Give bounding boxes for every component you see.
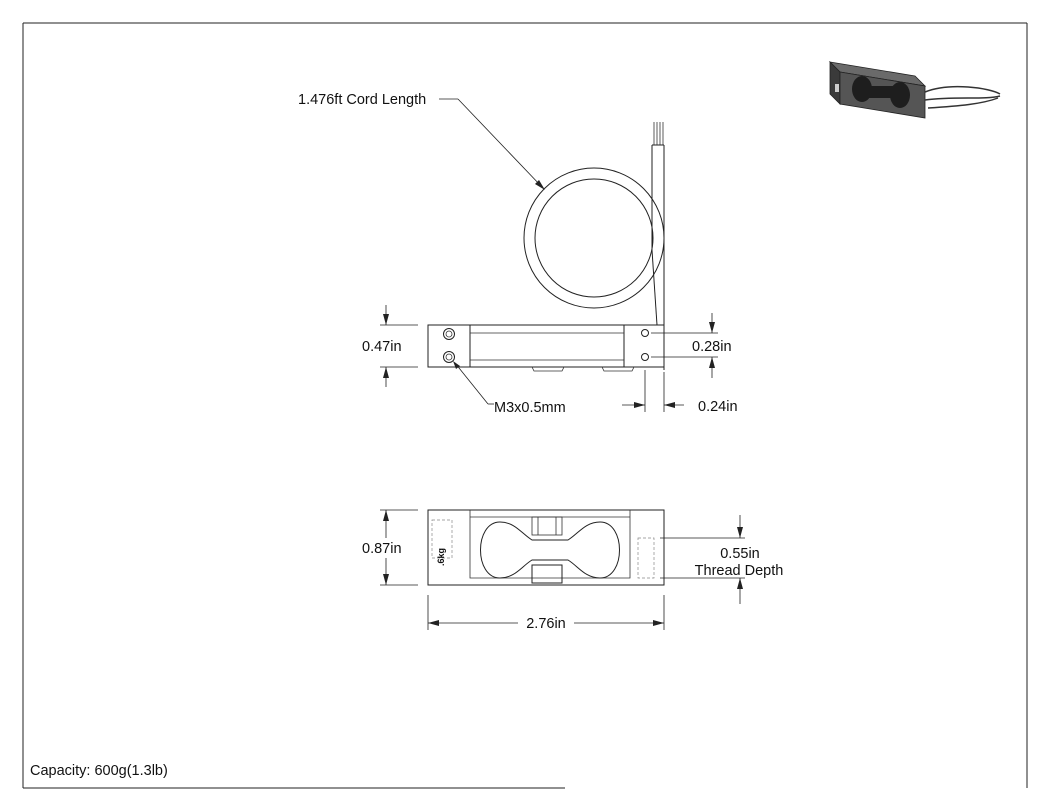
front-height-label: 0.87in [362, 541, 402, 557]
width-mask [518, 612, 574, 632]
thread-depth-label: Thread Depth [695, 563, 784, 579]
front-view: .6kg [427, 509, 665, 586]
hole-offset-label: 0.24in [698, 399, 738, 415]
thread-depth-dimension [660, 515, 745, 604]
front-height-dimension [380, 509, 418, 586]
side-height-dimension [380, 305, 418, 387]
cord-length-callout [439, 98, 545, 190]
thread-depth-mask [690, 542, 790, 576]
thread-callout [453, 361, 494, 405]
sheet-border [22, 22, 1028, 789]
isometric-view [828, 61, 1001, 119]
width-label: 2.76in [526, 616, 566, 632]
body-marking: .6kg [436, 548, 446, 566]
side-height-label: 0.47in [362, 339, 402, 355]
capacity-note: Capacity: 600g(1.3lb) [30, 763, 168, 779]
cord-length-label: 1.476ft Cord Length [298, 92, 426, 108]
side-view [427, 122, 665, 372]
thread-label: M3x0.5mm [494, 400, 566, 416]
hole-offset-dimension [622, 370, 684, 412]
hole-spacing-dimension [651, 313, 718, 378]
front-height-mask [358, 538, 408, 558]
thread-depth-value: 0.55in [720, 546, 760, 562]
hole-spacing-label: 0.28in [692, 339, 732, 355]
